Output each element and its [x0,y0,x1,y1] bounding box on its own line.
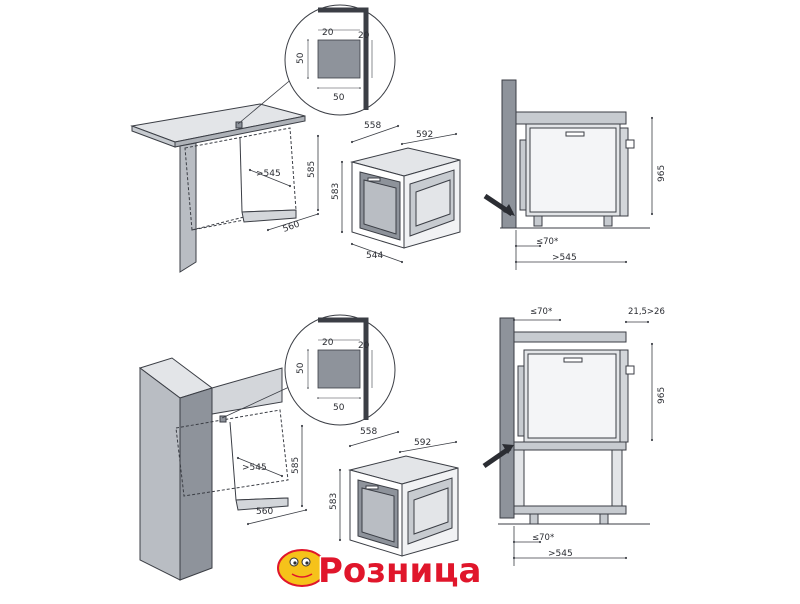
bottom-oven-dimensions [338,430,458,542]
roznitsa-logo: Розница [277,549,483,593]
bottom-oven-width-label: 592 [414,438,431,448]
top-oven-front-width-label: 544 [366,251,383,261]
bottom-cabinet-depth-label: >545 [242,463,267,473]
top-inset-label-left: 50 [296,52,306,64]
top-built-in-cabinet [130,103,306,273]
top-oven-dimensions [340,124,458,264]
top-oven-width-label: 592 [416,130,433,140]
top-side-dimensions [514,116,654,270]
top-cabinet-height-label: 585 [307,161,317,178]
bottom-side-depth-label: >545 [548,549,573,559]
bottom-side-dimensions [512,318,654,566]
bottom-oven-height-label: 583 [329,493,339,510]
top-oven-drawing [350,147,461,249]
top-cabinet-depth-label: >545 [256,169,281,179]
logo-mascot-icon [277,549,327,587]
top-oven-height-label: 583 [331,183,341,200]
top-inset-label-b: 20 [358,31,370,41]
bottom-oven-drawing [348,455,459,557]
bottom-cabinet-dimensions [236,424,308,526]
bottom-detail-inset [221,314,396,426]
bottom-side-view [482,317,650,525]
bottom-inset-label-b: 20 [358,341,370,351]
top-side-height-label: 965 [657,165,667,182]
bottom-cabinet-height-label: 585 [291,457,301,474]
top-side-gap-label: ≤70* [536,237,558,247]
bottom-side-top-right-label: 21,5>26 [628,307,665,317]
bottom-cabinet-width-label: 560 [256,507,273,517]
bottom-side-height-label: 965 [657,387,667,404]
bottom-inset-label-left: 50 [296,362,306,374]
bottom-side-gap-label: ≤70* [532,533,554,543]
top-side-view [483,79,650,229]
top-inset-label-a: 20 [322,28,334,38]
top-inset-label-bottom: 50 [333,93,345,103]
top-oven-depth-label: 558 [364,121,381,131]
bottom-inset-label-bottom: 50 [333,403,345,413]
top-side-depth-label: >545 [552,253,577,263]
bottom-inset-label-a: 20 [322,338,334,348]
top-detail-inset [237,4,396,125]
bottom-oven-depth-label: 558 [360,427,377,437]
bottom-column-cabinet [138,357,289,581]
bottom-side-top-gap-label: ≤70* [530,307,552,317]
top-cabinet-dimensions [248,134,320,232]
logo-wordmark: Розница [318,551,482,591]
top-cabinet-width-label: 560 [282,219,302,234]
